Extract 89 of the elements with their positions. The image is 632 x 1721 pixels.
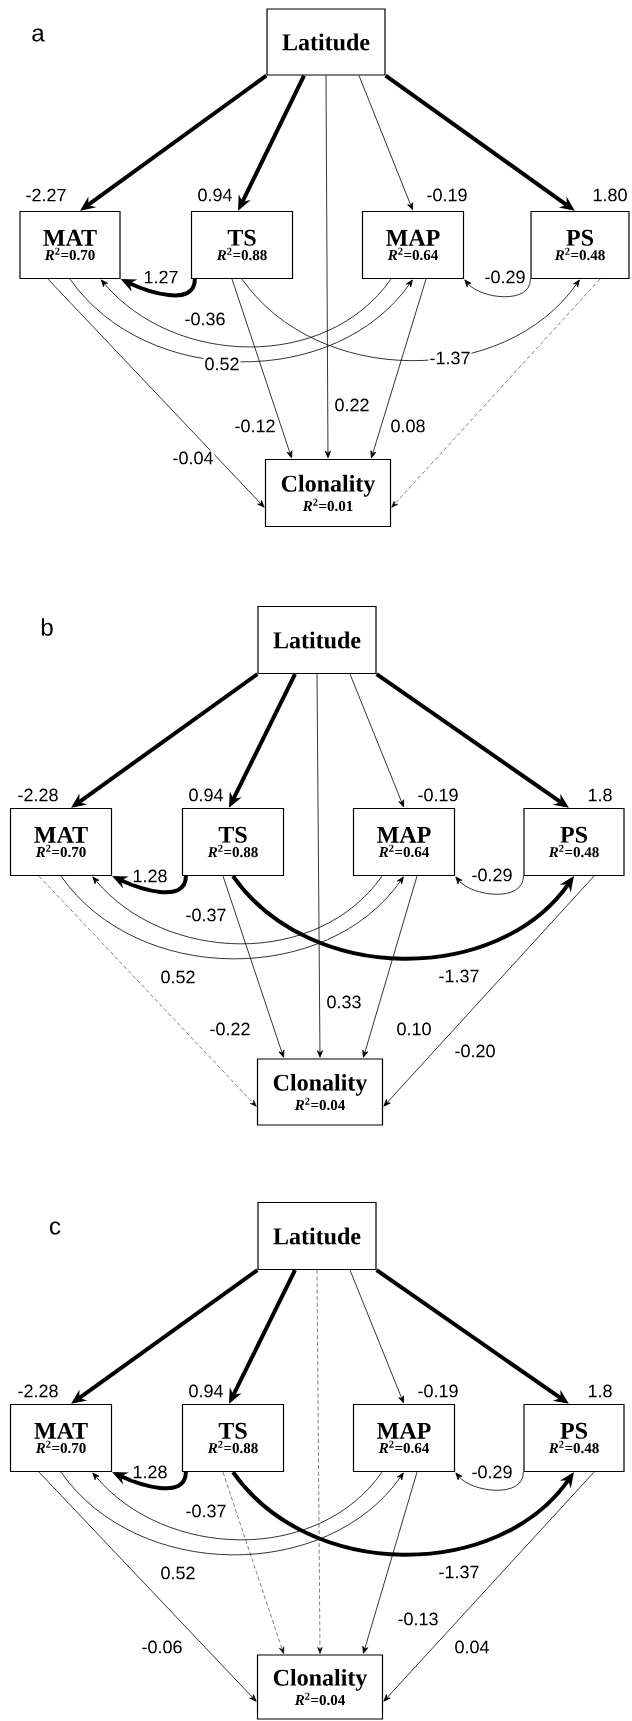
arrow: [47, 278, 265, 508]
arrow: [455, 875, 524, 895]
variable-box: Latitude: [266, 8, 386, 76]
edge-label: 0.94: [196, 187, 234, 203]
variable-box: Latitude: [257, 605, 377, 675]
edge-label: 1.28: [131, 868, 169, 884]
variable-box: MAP R$^{2}$=0.64: [361, 210, 465, 280]
edge-label: 1.8: [586, 787, 614, 803]
edge-label: 0.08: [389, 418, 427, 434]
edge-label: -1.37: [437, 968, 481, 984]
arrow: [455, 1471, 524, 1491]
edge-label: 0.94: [187, 787, 225, 803]
arrow: [362, 875, 418, 1058]
arrow: [383, 1471, 595, 1702]
variable-box: MAT R$^{2}$=0.70: [19, 210, 121, 280]
edge-label: -0.19: [416, 1383, 460, 1399]
variable-box: MAP R$^{2}$=0.64: [352, 1403, 456, 1473]
arrow: [241, 278, 580, 362]
arrow: [362, 1471, 418, 1654]
edge-label: -0.37: [184, 1503, 228, 1519]
panel-letter: c: [50, 1221, 61, 1235]
edge-label: -2.28: [16, 1383, 60, 1399]
edge-label: -2.28: [16, 787, 60, 803]
edge-label: -2.27: [24, 187, 68, 203]
panel-letter: b: [41, 618, 53, 636]
edge-label: 0.10: [395, 1021, 433, 1037]
edge-label: -0.13: [396, 1611, 440, 1627]
arrow: [231, 1470, 574, 1557]
arrow: [383, 875, 595, 1107]
arrow: [324, 75, 331, 459]
arrow: [316, 1269, 323, 1654]
edge-label: -0.36: [183, 311, 227, 327]
arrow: [60, 1471, 404, 1556]
arrow: [100, 278, 392, 348]
variable-box: Latitude: [257, 1201, 377, 1271]
edge-label: 0.33: [325, 994, 363, 1010]
edge-label: -0.19: [416, 787, 460, 803]
arrow: [69, 278, 413, 363]
arrow: [231, 278, 293, 459]
edge-label: -0.29: [470, 867, 514, 883]
edge-label: -0.22: [208, 1021, 252, 1037]
edge-label: -0.29: [483, 269, 527, 285]
variable-box: PS R$^{2}$=0.48: [530, 210, 630, 280]
edge-label: -0.06: [140, 1639, 184, 1655]
arrow: [38, 875, 257, 1107]
variable-box: Clonality R$^{2}$=0.04: [256, 1654, 384, 1720]
edge-label: -1.37: [437, 1564, 481, 1580]
arrow: [92, 1471, 383, 1541]
arrow: [92, 875, 383, 945]
variable-box: TS R$^{2}$=0.88: [181, 807, 285, 877]
arrow: [349, 673, 404, 808]
variable-box: MAT R$^{2}$=0.70: [9, 1403, 113, 1473]
arrow: [231, 874, 574, 961]
arrow: [358, 75, 413, 211]
arrow: [222, 1471, 285, 1654]
arrow: [316, 673, 323, 1058]
edge-label: -0.19: [425, 187, 469, 203]
edge-label: 0.52: [159, 1565, 197, 1581]
variable-box: Clonality R$^{2}$=0.01: [264, 458, 392, 528]
edge-label: 1.28: [131, 1464, 169, 1480]
variable-box: Clonality R$^{2}$=0.04: [256, 1058, 384, 1126]
arrow: [222, 875, 285, 1058]
edge-label: 1.27: [142, 269, 180, 285]
edge-label: 0.94: [187, 1383, 225, 1399]
variable-box: MAT R$^{2}$=0.70: [9, 807, 113, 877]
arrow: [391, 278, 601, 508]
panel-letter: a: [32, 28, 45, 42]
edge-label: 1.80: [591, 187, 629, 203]
edge-label: 0.04: [453, 1639, 491, 1655]
edge-label: 0.22: [333, 397, 371, 413]
edge-label: -0.04: [171, 450, 215, 466]
edge-label: 0.52: [159, 969, 197, 985]
arrow: [349, 1269, 404, 1404]
arrow: [60, 875, 404, 960]
variable-box: PS R$^{2}$=0.48: [523, 1403, 625, 1473]
variable-box: TS R$^{2}$=0.88: [181, 1403, 285, 1473]
arrow: [464, 278, 531, 298]
variable-box: PS R$^{2}$=0.48: [523, 807, 625, 877]
edge-label: -1.37: [428, 350, 472, 366]
edge-label: 0.52: [203, 356, 241, 372]
edge-label: -0.29: [470, 1464, 514, 1480]
variable-box: TS R$^{2}$=0.88: [190, 210, 294, 280]
edge-label: 1.8: [586, 1383, 614, 1399]
variable-box: MAP R$^{2}$=0.64: [352, 807, 456, 877]
edge-label: -0.37: [184, 907, 228, 923]
edge-label: -0.20: [453, 1043, 497, 1059]
arrow: [38, 1471, 257, 1702]
arrow: [370, 278, 427, 459]
edge-label: -0.12: [233, 418, 277, 434]
